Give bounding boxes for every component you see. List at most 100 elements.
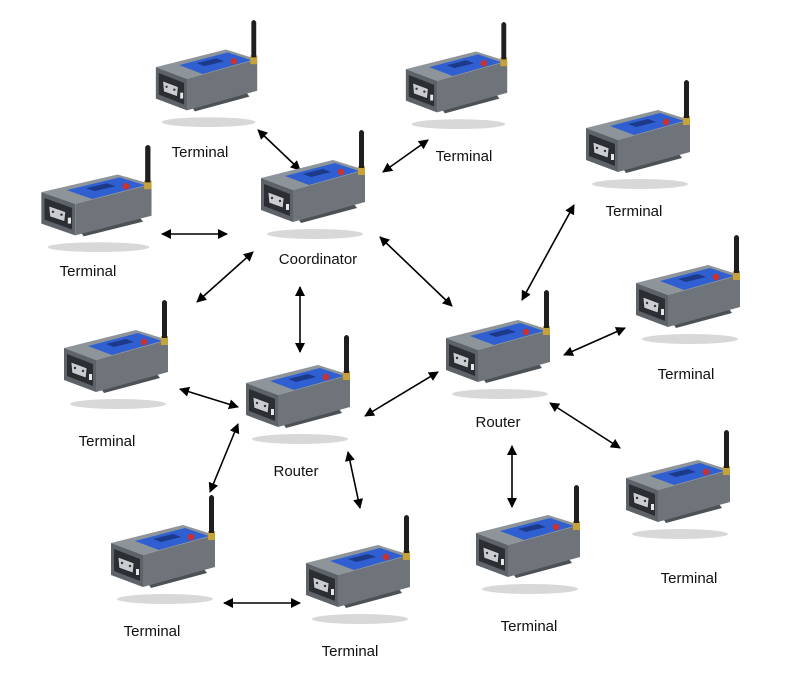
- node-label: Terminal: [322, 643, 379, 660]
- antenna-icon: [162, 300, 167, 338]
- node-coordinator-coordinator: Coordinator: [261, 130, 365, 268]
- antenna-icon: [501, 22, 507, 60]
- device-label-text: [196, 58, 225, 67]
- wireless-modem-icon: [476, 485, 580, 594]
- device-label-text: [85, 183, 116, 192]
- antenna-icon: [344, 335, 349, 373]
- device-label-text: [446, 60, 475, 69]
- brand-logo-icon: [712, 273, 720, 281]
- antenna-connector: [403, 551, 410, 560]
- antenna-connector: [500, 57, 508, 67]
- node-label: Router: [273, 463, 318, 480]
- antenna-connector: [250, 55, 258, 65]
- serial-port-icon: [312, 576, 330, 594]
- device-side: [278, 375, 350, 427]
- device-label-text: [153, 534, 181, 542]
- device-side: [658, 470, 730, 522]
- power-port: [271, 409, 274, 415]
- power-port: [661, 309, 664, 315]
- screw: [415, 87, 418, 90]
- node-label: Terminal: [124, 623, 181, 640]
- brand-logo-icon: [337, 168, 345, 176]
- device-label-text: [303, 169, 331, 177]
- link-arrow-router-b-t6: [563, 327, 626, 356]
- antenna-icon: [574, 485, 579, 523]
- screw: [51, 210, 55, 213]
- brand-logo-icon: [187, 533, 195, 541]
- node-terminal-t9: Terminal: [111, 495, 215, 640]
- node-terminal-t1: Terminal: [155, 20, 258, 161]
- brand-logo-icon: [702, 468, 710, 476]
- device-label-text: [678, 274, 706, 282]
- node-terminal-t7: Terminal: [626, 430, 730, 587]
- link-arrow-router-b-t7: [549, 402, 621, 449]
- device-label-text: [628, 119, 656, 127]
- device-side: [96, 340, 168, 392]
- antenna-connector: [161, 336, 168, 345]
- antenna-icon: [684, 80, 689, 118]
- antenna-icon: [145, 145, 151, 183]
- screw: [603, 149, 607, 153]
- screw: [485, 551, 489, 555]
- device-side: [293, 170, 365, 222]
- screw: [81, 369, 85, 373]
- brand-logo-icon: [382, 553, 390, 561]
- antenna-icon: [209, 495, 214, 533]
- antenna-connector: [144, 180, 152, 190]
- screw: [423, 90, 426, 93]
- node-terminal-t4: Terminal: [586, 80, 690, 220]
- wireless-modem-icon: [111, 495, 215, 604]
- node-label: Terminal: [606, 203, 663, 220]
- power-port: [286, 204, 289, 210]
- device-label-text: [288, 374, 316, 382]
- wireless-modem-icon: [306, 515, 410, 624]
- screw: [173, 88, 176, 91]
- device-side: [75, 184, 152, 236]
- links-layer: [161, 129, 626, 608]
- screw: [263, 404, 267, 408]
- antenna-connector: [733, 271, 740, 280]
- wireless-modem-icon: [246, 335, 350, 444]
- link-arrow-coordinator-t2: [382, 139, 429, 173]
- node-label: Terminal: [501, 618, 558, 635]
- node-terminal-t6: Terminal: [636, 235, 740, 383]
- brand-logo-icon: [122, 183, 130, 190]
- screw: [315, 581, 319, 585]
- serial-port-icon: [632, 491, 650, 509]
- serial-port-icon: [70, 361, 88, 379]
- device-shadow: [642, 334, 738, 344]
- brand-logo-icon: [480, 60, 487, 67]
- power-port: [67, 217, 72, 224]
- power-port: [136, 569, 139, 575]
- node-terminal-t8: Terminal: [476, 485, 580, 635]
- node-label: Terminal: [436, 148, 493, 165]
- power-port: [651, 504, 654, 510]
- serial-port-icon: [452, 351, 470, 369]
- device-label-text: [518, 524, 546, 532]
- link-arrow-coordinator-t5: [196, 251, 254, 303]
- antenna-connector: [683, 116, 690, 125]
- serial-port-icon: [642, 296, 660, 314]
- link-arrow-coordinator-router-b: [379, 236, 453, 307]
- device-side: [143, 535, 215, 587]
- power-port: [611, 154, 614, 160]
- serial-port-icon: [267, 191, 285, 209]
- serial-port-icon: [412, 82, 429, 100]
- link-arrow-router-a-t9: [208, 423, 240, 493]
- device-shadow: [482, 584, 578, 594]
- antenna-connector: [573, 521, 580, 530]
- device-shadow: [632, 529, 728, 539]
- wireless-modem-icon: [155, 20, 258, 128]
- brand-logo-icon: [322, 373, 330, 381]
- node-label: Terminal: [661, 570, 718, 587]
- screw: [455, 356, 459, 360]
- device-side: [618, 120, 690, 172]
- brand-logo-icon: [552, 523, 560, 531]
- screw: [653, 304, 657, 308]
- node-terminal-t2: Terminal: [405, 22, 508, 165]
- wireless-modem-icon: [405, 22, 508, 130]
- serial-port-icon: [117, 556, 135, 574]
- wireless-modem-icon: [586, 80, 690, 189]
